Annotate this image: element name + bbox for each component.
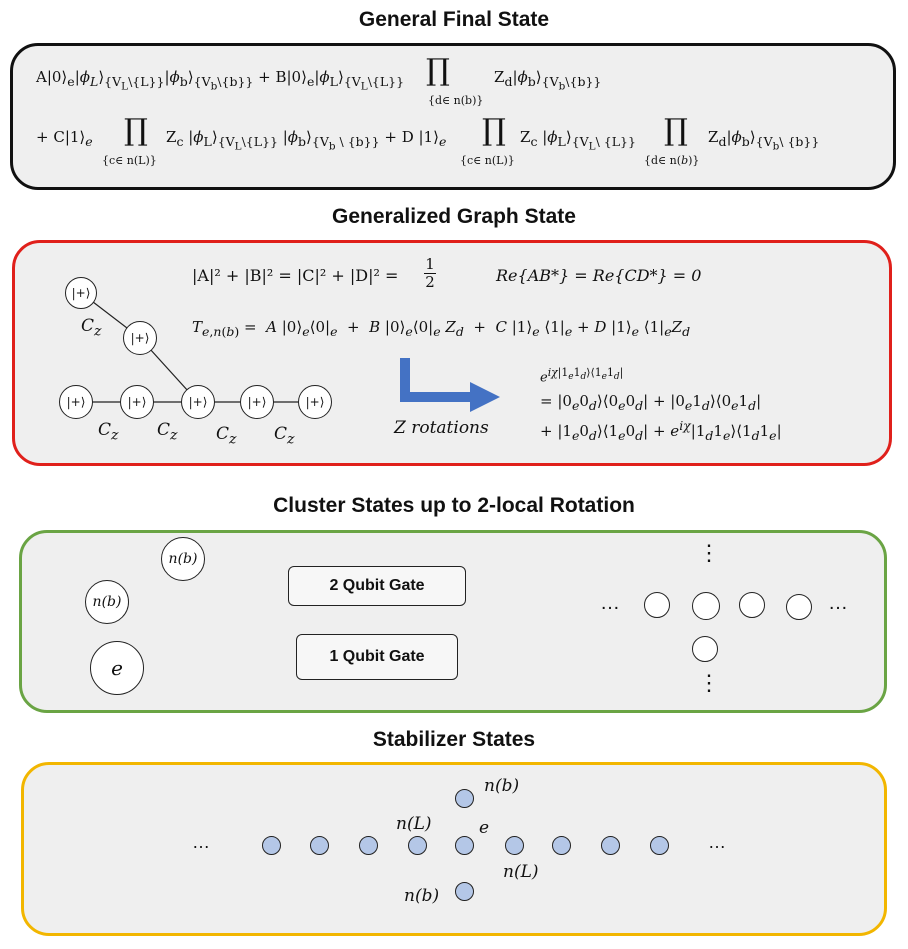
z-rotations-label: Z rotations [394, 418, 489, 438]
cz-label: Cz [216, 424, 237, 448]
plus-state-node: |+⟩ [298, 385, 332, 419]
ellipsis-right: … [828, 592, 848, 614]
stabilizer-state-panel [21, 762, 887, 936]
stabilizer-label-nl-left: n(L) [396, 814, 432, 834]
graph-state-panel [12, 240, 892, 466]
neighbor-b-node: n(b) [161, 537, 205, 581]
lattice-node [786, 594, 812, 620]
lattice-node [692, 636, 718, 662]
product-symbol: ∏ [482, 113, 506, 148]
lattice-node [739, 592, 765, 618]
ellipsis-left: … [600, 592, 620, 614]
stabilizer-label-nl-right: n(L) [503, 862, 539, 882]
ellipsis-right: … [708, 832, 726, 852]
normalization-equation: |A|² + |B|² = |C|² + |D|² = [192, 266, 399, 285]
stabilizer-node [359, 836, 378, 855]
product-symbol: ∏ [426, 53, 450, 88]
final-state-title: General Final State [358, 8, 550, 31]
product-index: {d∈ n(b)} [428, 94, 484, 107]
cluster-state-title: Cluster States up to 2-local Rotation [273, 494, 635, 517]
product-symbol: ∏ [124, 113, 148, 148]
stabilizer-label-nb-bottom: n(b) [404, 886, 440, 906]
plus-state-node: |+⟩ [181, 385, 215, 419]
vdots-top: ⋮ [698, 540, 720, 565]
stabilizer-node [455, 789, 474, 808]
stabilizer-label-e: e [479, 818, 490, 838]
half-fraction: 1 2 [424, 255, 436, 291]
transform-equation: Te,n(b) = A |0⟩e⟨0|e + B |0⟩e⟨0|e Zd + C… [192, 318, 691, 339]
rotation-exponent: eiχ|1e1d⟩⟨1e1d| [540, 366, 624, 386]
stabilizer-node [408, 836, 427, 855]
vdots-bottom: ⋮ [698, 670, 720, 695]
product-index: {c∈ n(L)} [102, 154, 157, 167]
plus-state-node: |+⟩ [120, 385, 154, 419]
final-state-line-2a: + C|1⟩e [36, 128, 93, 149]
plus-state-node: |+⟩ [65, 277, 97, 309]
plus-state-node: |+⟩ [123, 321, 157, 355]
stabilizer-node [650, 836, 669, 855]
z-rotation-arrow [400, 358, 500, 412]
cluster-state-panel [19, 530, 887, 713]
product-symbol: ∏ [664, 113, 688, 148]
final-state-panel [10, 43, 896, 190]
stabilizer-label-nb-top: n(b) [484, 776, 520, 796]
plus-state-node: |+⟩ [59, 385, 93, 419]
final-state-line-1: A|0⟩e|ϕL⟩{VL\{L}}|ϕb⟩{Vb\{b}} + B|0⟩e|ϕL… [36, 68, 405, 93]
stabilizer-node [455, 836, 474, 855]
cz-label: Cz [274, 424, 295, 448]
stabilizer-node [552, 836, 571, 855]
final-state-line-2b: Zc |ϕL⟩{VL\{L}} |ϕb⟩{Vb \ {b}} + D |1⟩e [166, 128, 447, 153]
rotation-expansion-2: + |1e0d⟩⟨1e0d| + eiχ|1d1e⟩⟨1d1e| [540, 418, 782, 443]
stabilizer-node [310, 836, 329, 855]
cz-label: Cz [98, 420, 119, 444]
final-state-line-2c: Zc |ϕL⟩{VL\ {L}} [520, 128, 636, 153]
stabilizer-node [455, 882, 474, 901]
product-index: {c∈ n(L)} [460, 154, 515, 167]
stabilizer-node [601, 836, 620, 855]
ellipsis-left: … [192, 832, 210, 852]
stabilizer-node [262, 836, 281, 855]
lattice-node [692, 592, 720, 620]
stabilizer-state-title: Stabilizer States [372, 728, 536, 751]
rotation-expansion-1: = |0e0d⟩⟨0e0d| + |0e1d⟩⟨0e1d| [540, 392, 762, 413]
cz-label: Cz [81, 316, 102, 340]
neighbor-b-node: n(b) [85, 580, 129, 624]
graph-state-title: Generalized Graph State [332, 205, 576, 228]
one-qubit-gate: 1 Qubit Gate [296, 634, 458, 680]
plus-state-node: |+⟩ [240, 385, 274, 419]
product-index: {d∈ n(b)} [644, 154, 700, 167]
stabilizer-node [505, 836, 524, 855]
two-qubit-gate: 2 Qubit Gate [288, 566, 466, 606]
final-state-line-1b: Zd|ϕb⟩{Vb\{b}} [494, 68, 602, 93]
real-part-equation: Re{AB*} = Re{CD*} = 0 [496, 266, 702, 285]
final-state-line-2d: Zd|ϕb⟩{Vb\ {b}} [708, 128, 820, 153]
cz-label: Cz [157, 420, 178, 444]
e-node: e [90, 641, 144, 695]
lattice-node [644, 592, 670, 618]
